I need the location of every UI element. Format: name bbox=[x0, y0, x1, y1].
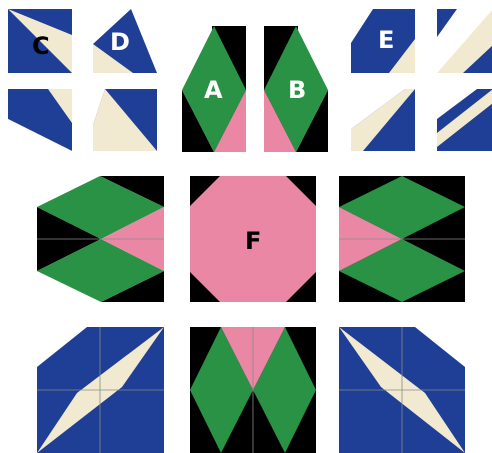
tile-c-lower bbox=[8, 89, 72, 151]
tile-e-right bbox=[437, 9, 492, 73]
tile-diamond-left bbox=[37, 176, 164, 302]
tile-e-lower bbox=[351, 89, 415, 151]
tile-diamond-bottom bbox=[190, 327, 316, 453]
letter-c: C bbox=[32, 32, 50, 60]
letter-e: E bbox=[378, 26, 394, 54]
tile-e: E bbox=[351, 9, 415, 73]
tile-d: D bbox=[93, 9, 157, 73]
tile-f-octagon: F bbox=[190, 176, 316, 302]
tile-e-right-lower bbox=[437, 89, 492, 151]
letter-b: B bbox=[288, 76, 306, 104]
letter-d: D bbox=[110, 28, 130, 56]
tile-a: A bbox=[182, 26, 246, 152]
tile-diamond-right bbox=[339, 176, 465, 302]
tile-b: B bbox=[264, 26, 328, 152]
tile-leaf-right bbox=[339, 327, 465, 453]
tile-d-lower bbox=[93, 89, 157, 151]
tile-c: C bbox=[8, 9, 72, 73]
tile-leaf-left bbox=[37, 327, 164, 453]
letter-a: A bbox=[204, 76, 223, 104]
letter-f: F bbox=[245, 227, 261, 255]
